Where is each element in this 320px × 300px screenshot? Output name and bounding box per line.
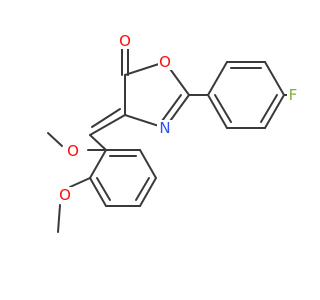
bond-dm-2-3-inner (96, 177, 111, 201)
ring-oxygen-symbol: O (159, 53, 171, 71)
atom-labels: O O N F O O (58, 32, 299, 204)
fluorine-label: F (287, 86, 299, 104)
ring-nitrogen-label: N (157, 119, 172, 137)
bond-dm-5-6 (139, 149, 157, 179)
bond-dm-1-2 (89, 149, 107, 179)
bonds (47, 41, 295, 233)
bond-fp-4-5-inner (260, 94, 278, 123)
ring-nitrogen-symbol: N (159, 119, 170, 137)
carbonyl-oxygen-symbol: O (119, 32, 131, 50)
bond-dm-4-5 (139, 177, 157, 207)
bond-fp-6-1-inner (214, 94, 232, 123)
bond-dm-2-3 (89, 177, 107, 207)
bond-c2-n3-double (161, 94, 182, 122)
fluorine-symbol: F (289, 86, 298, 104)
methoxy-oxygen-1-label: O (66, 142, 80, 160)
bond-fp-4-5 (264, 94, 285, 129)
molecule-structure: O O N F O O (47, 32, 299, 233)
methoxy-oxygen-2-symbol: O (59, 186, 71, 204)
bond-methoxy1-o-ch3 (47, 132, 63, 147)
carbonyl-oxygen-label: O (118, 32, 132, 50)
methoxy-oxygen-1-symbol: O (67, 142, 79, 160)
bond-methine-aryl (89, 134, 107, 151)
bond-fp-6-1 (207, 94, 228, 129)
methoxy-oxygen-2-label: O (58, 186, 72, 204)
bond-methoxy2-o-ch3 (57, 204, 61, 233)
bond-fp-3-4 (264, 61, 285, 96)
bond-c4-methine-double (91, 108, 121, 128)
bond-c4-methine (89, 114, 126, 136)
bond-dm-c3-o (69, 177, 91, 188)
bond-dm-4-5-inner (135, 177, 150, 201)
ring-oxygen-label: O (158, 53, 172, 71)
bond-fp-1-2 (207, 61, 228, 96)
